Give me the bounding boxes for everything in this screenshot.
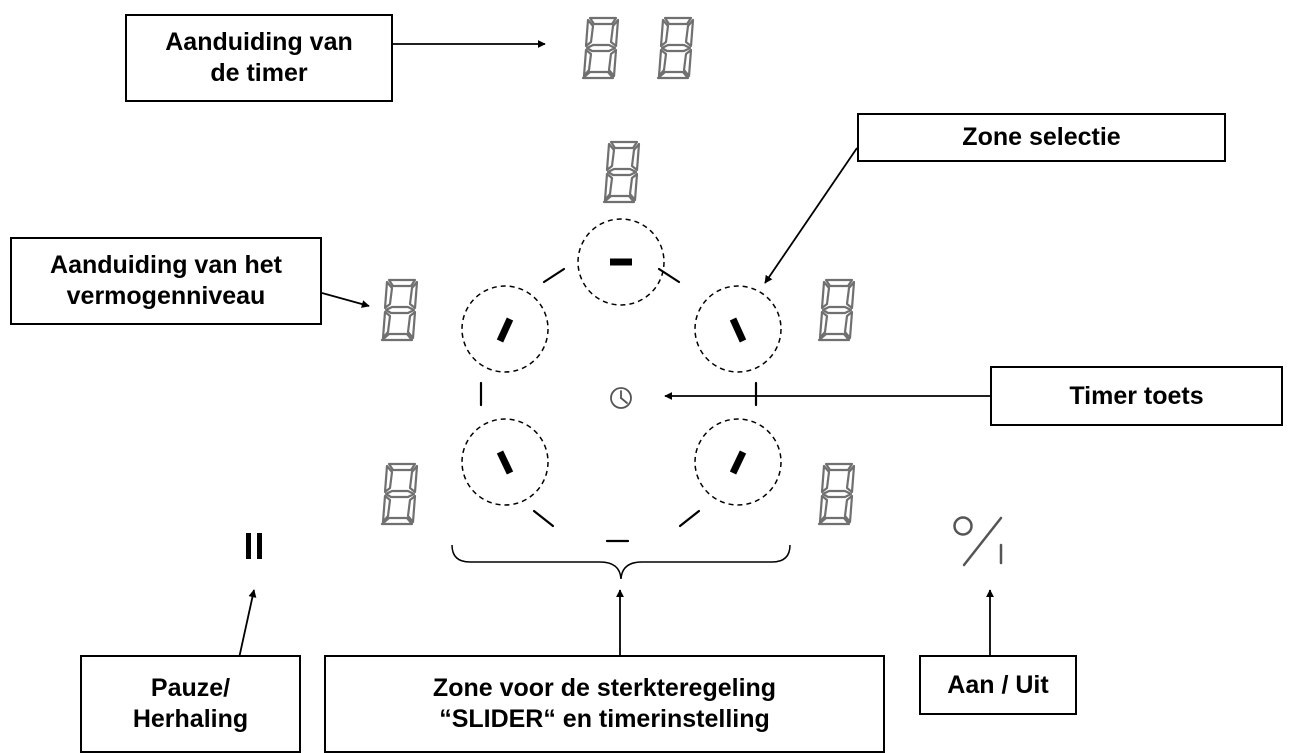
timer-display-label: Aanduiding van de timer	[125, 14, 393, 102]
pause-icon[interactable]	[246, 533, 262, 559]
zone-button-right-bottom[interactable]	[694, 418, 782, 506]
power-level-digit-right-top	[817, 278, 856, 342]
zone-selection-buttons	[461, 218, 782, 506]
power-level-digit-left-bottom	[380, 462, 419, 526]
power-icon[interactable]	[953, 516, 1003, 567]
power-level-digit-top	[602, 140, 641, 204]
zone-button-top[interactable]	[577, 218, 665, 306]
clock-icon[interactable]	[610, 387, 632, 409]
power-level-digit-left-top	[380, 278, 419, 342]
timer-digit-units	[656, 16, 695, 80]
power-level-label: Aanduiding van het vermogenniveau	[10, 237, 322, 325]
timer-digit-tens	[581, 16, 620, 80]
zone-selection-label: Zone selectie	[857, 113, 1226, 162]
timer-display	[581, 16, 695, 80]
slider-zone-label: Zone voor de sterkteregeling “SLIDER“ en…	[324, 655, 885, 753]
zone-button-left-bottom[interactable]	[461, 418, 549, 506]
timer-key-label: Timer toets	[990, 366, 1283, 426]
on-off-label: Aan / Uit	[919, 655, 1077, 715]
slider-brace	[451, 544, 791, 580]
zone-button-left-top[interactable]	[461, 285, 549, 373]
power-level-digit-right-bottom	[817, 462, 856, 526]
pause-label: Pauze/ Herhaling	[80, 655, 301, 753]
slider-ring[interactable]	[479, 267, 758, 543]
zone-marks	[496, 258, 747, 475]
zone-button-right-top[interactable]	[694, 285, 782, 373]
